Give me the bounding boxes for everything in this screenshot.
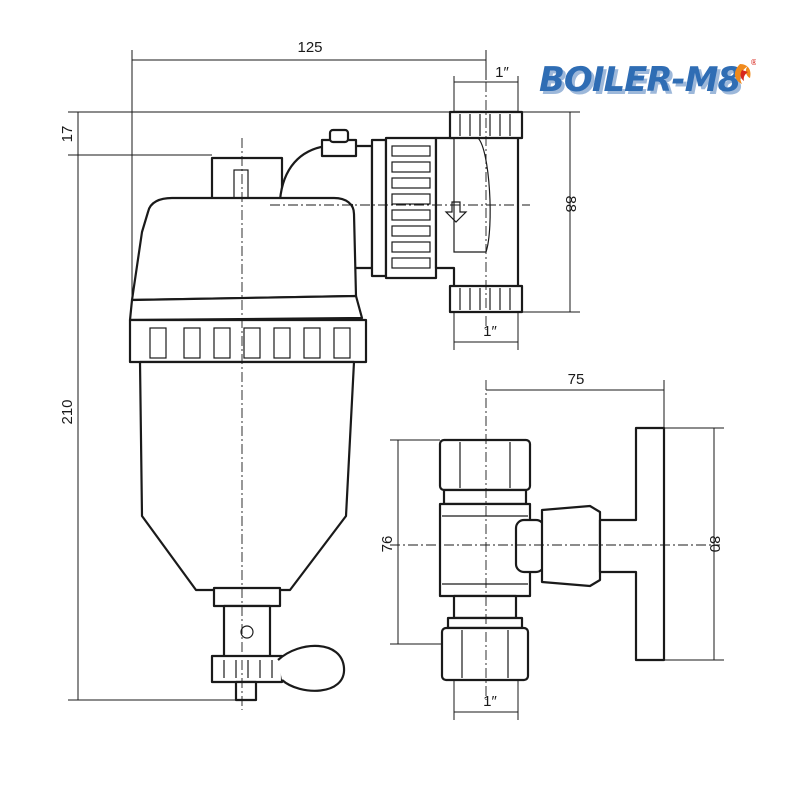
isolation-valve (438, 426, 666, 682)
drain-collar (212, 586, 282, 608)
union-collar (370, 138, 388, 278)
registered-mark: ® (750, 58, 756, 67)
brand-logo-shadow: BOILER-M8 (542, 63, 743, 102)
locking-ring-teeth (149, 327, 351, 359)
drain-nut-grooves (223, 660, 273, 678)
dim-valve-height: 76 (379, 536, 396, 553)
valve-top-nut (438, 438, 532, 492)
dim-total-width: 125 (297, 39, 322, 56)
drain-screw (240, 625, 254, 639)
dim-top-offset: 17 (59, 126, 76, 143)
center-lines (241, 82, 720, 710)
valve-lower-collar (452, 594, 518, 620)
flame-icon (734, 64, 751, 84)
dimension-lines (68, 50, 724, 720)
union-nut-grooves (391, 145, 431, 269)
dimension-labels: 125 1″ 17 210 88 1″ 75 76 80 1″ (59, 39, 723, 710)
valve-handle (598, 426, 666, 662)
filter-rim (128, 294, 364, 322)
valve-top-collar (442, 488, 528, 506)
union-nut (384, 136, 438, 280)
valve-bottom-nut (440, 626, 530, 682)
brand-logo-text: BOILER-M8 (539, 60, 740, 100)
bleed-screw (328, 128, 350, 144)
filter-locking-ring (128, 318, 368, 364)
filter-canister (138, 360, 356, 592)
valve-stem (540, 504, 602, 588)
drain-key-loop (277, 644, 346, 692)
pipe-tee (434, 110, 524, 314)
dim-total-height: 210 (59, 399, 76, 424)
dim-valve-width: 75 (568, 371, 585, 388)
dim-pipe-bottom: 1″ (483, 323, 497, 340)
magnetic-filter (128, 128, 438, 702)
dim-pipe-top: 1″ (495, 64, 509, 81)
flow-direction-arrow-icon (444, 201, 468, 223)
filter-elbow (278, 144, 374, 270)
filter-neck (210, 156, 284, 204)
drain-tip (234, 680, 258, 702)
dim-valve-pipe: 1″ (483, 693, 497, 710)
drain-body (222, 604, 272, 660)
valve-stem-housing (514, 518, 546, 574)
filter-cap (130, 196, 358, 302)
dim-body-height: 88 (562, 196, 579, 213)
dim-handle-height: 80 (706, 536, 723, 553)
flame-core-icon (740, 70, 748, 81)
thread-lines (459, 114, 511, 310)
brand-logo: BOILER-M8 BOILER-M8 ® (536, 58, 758, 103)
